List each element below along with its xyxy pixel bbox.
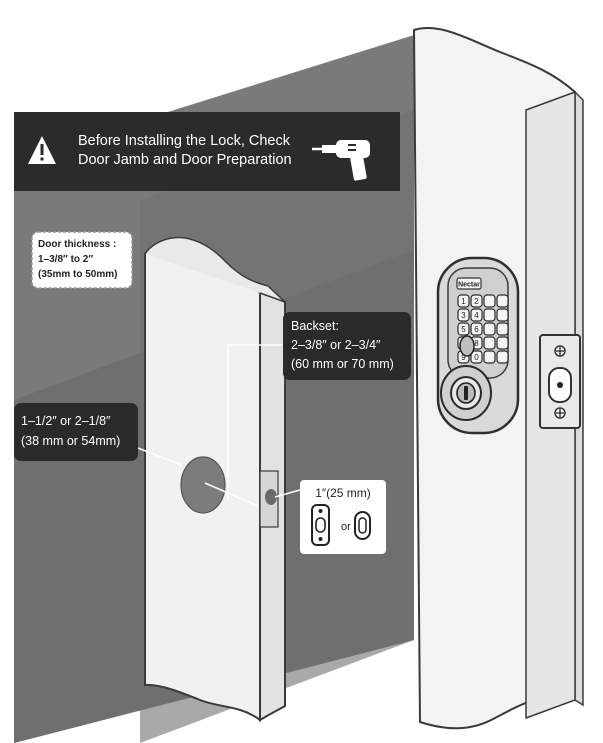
power-drill-icon <box>312 140 370 181</box>
door-edge-left <box>144 236 286 722</box>
keypad-key <box>483 322 496 336</box>
backset-metric: (60 mm or 70 mm) <box>291 357 394 371</box>
keypad-key-label: 0 <box>474 353 479 362</box>
keypad-key <box>483 336 496 350</box>
keypad-key-label: 1 <box>461 297 466 306</box>
keypad-key <box>470 350 483 364</box>
door-thickness-callout: Door thickness : 1–3/8″ to 2″ (35mm to 5… <box>31 231 133 289</box>
latch-or-text: or <box>341 521 351 533</box>
keypad-key-label: 4 <box>474 311 479 320</box>
warning-triangle-icon <box>28 136 56 164</box>
bore-hole-metric: (38 mm or 54mm) <box>21 434 120 448</box>
latch-hole-size: 1″(25 mm) <box>315 486 371 500</box>
banner-title-line1: Before Installing the Lock, Check <box>78 133 291 149</box>
square-latch-plate-icon <box>311 504 330 546</box>
warning-banner: Before Installing the Lock, Check Door J… <box>14 112 400 191</box>
keypad-key <box>470 294 483 308</box>
leader-lines <box>137 344 301 507</box>
keypad-key <box>496 294 509 308</box>
keypad-key <box>457 308 470 322</box>
door-thickness-value: 1–3/8″ to 2″ <box>38 254 93 265</box>
keypad-key <box>496 322 509 336</box>
backset-callout: Backset: 2–3/8″ or 2–3/4″ (60 mm or 70 m… <box>283 312 411 380</box>
door-thickness-label: Door thickness : <box>38 239 116 250</box>
keypad-key-label: 8 <box>474 339 479 348</box>
keypad-key <box>496 336 509 350</box>
keypad-key <box>496 308 509 322</box>
backset-label: Backset: <box>291 319 339 333</box>
bore-hole-value: 1–1/2″ or 2–1/8″ <box>21 414 111 428</box>
keypad-deadbolt: Nectar 1234567890 <box>436 256 520 435</box>
keypad-key <box>496 350 509 364</box>
door-thickness-metric: (35mm to 50mm) <box>38 269 117 280</box>
backset-value: 2–3/8″ or 2–3/4″ <box>291 338 381 352</box>
bore-hole-callout: 1–1/2″ or 2–1/8″ (38 mm or 54mm) <box>14 403 138 461</box>
keypad-key-label: 2 <box>474 297 479 306</box>
round-latch-plate-icon <box>354 511 371 540</box>
lock-brand-text: Nectar <box>458 282 480 289</box>
keypad-key-label: 9 <box>461 353 466 362</box>
keypad-key-label: 5 <box>461 325 466 334</box>
keypad-key <box>470 308 483 322</box>
bore-hole <box>180 456 226 514</box>
banner-title-line2: Door Jamb and Door Preparation <box>78 152 292 168</box>
latch-hole-callout: 1″(25 mm) or <box>300 480 386 554</box>
keypad-key <box>483 350 496 364</box>
keypad-keys: 1234567890 <box>457 294 509 364</box>
keypad-key <box>457 294 470 308</box>
keypad-key <box>483 294 496 308</box>
keypad-key <box>470 322 483 336</box>
keypad-key-label: 3 <box>461 311 466 320</box>
keypad-key <box>457 322 470 336</box>
keypad-key <box>483 308 496 322</box>
keypad-key-label: 6 <box>474 325 479 334</box>
